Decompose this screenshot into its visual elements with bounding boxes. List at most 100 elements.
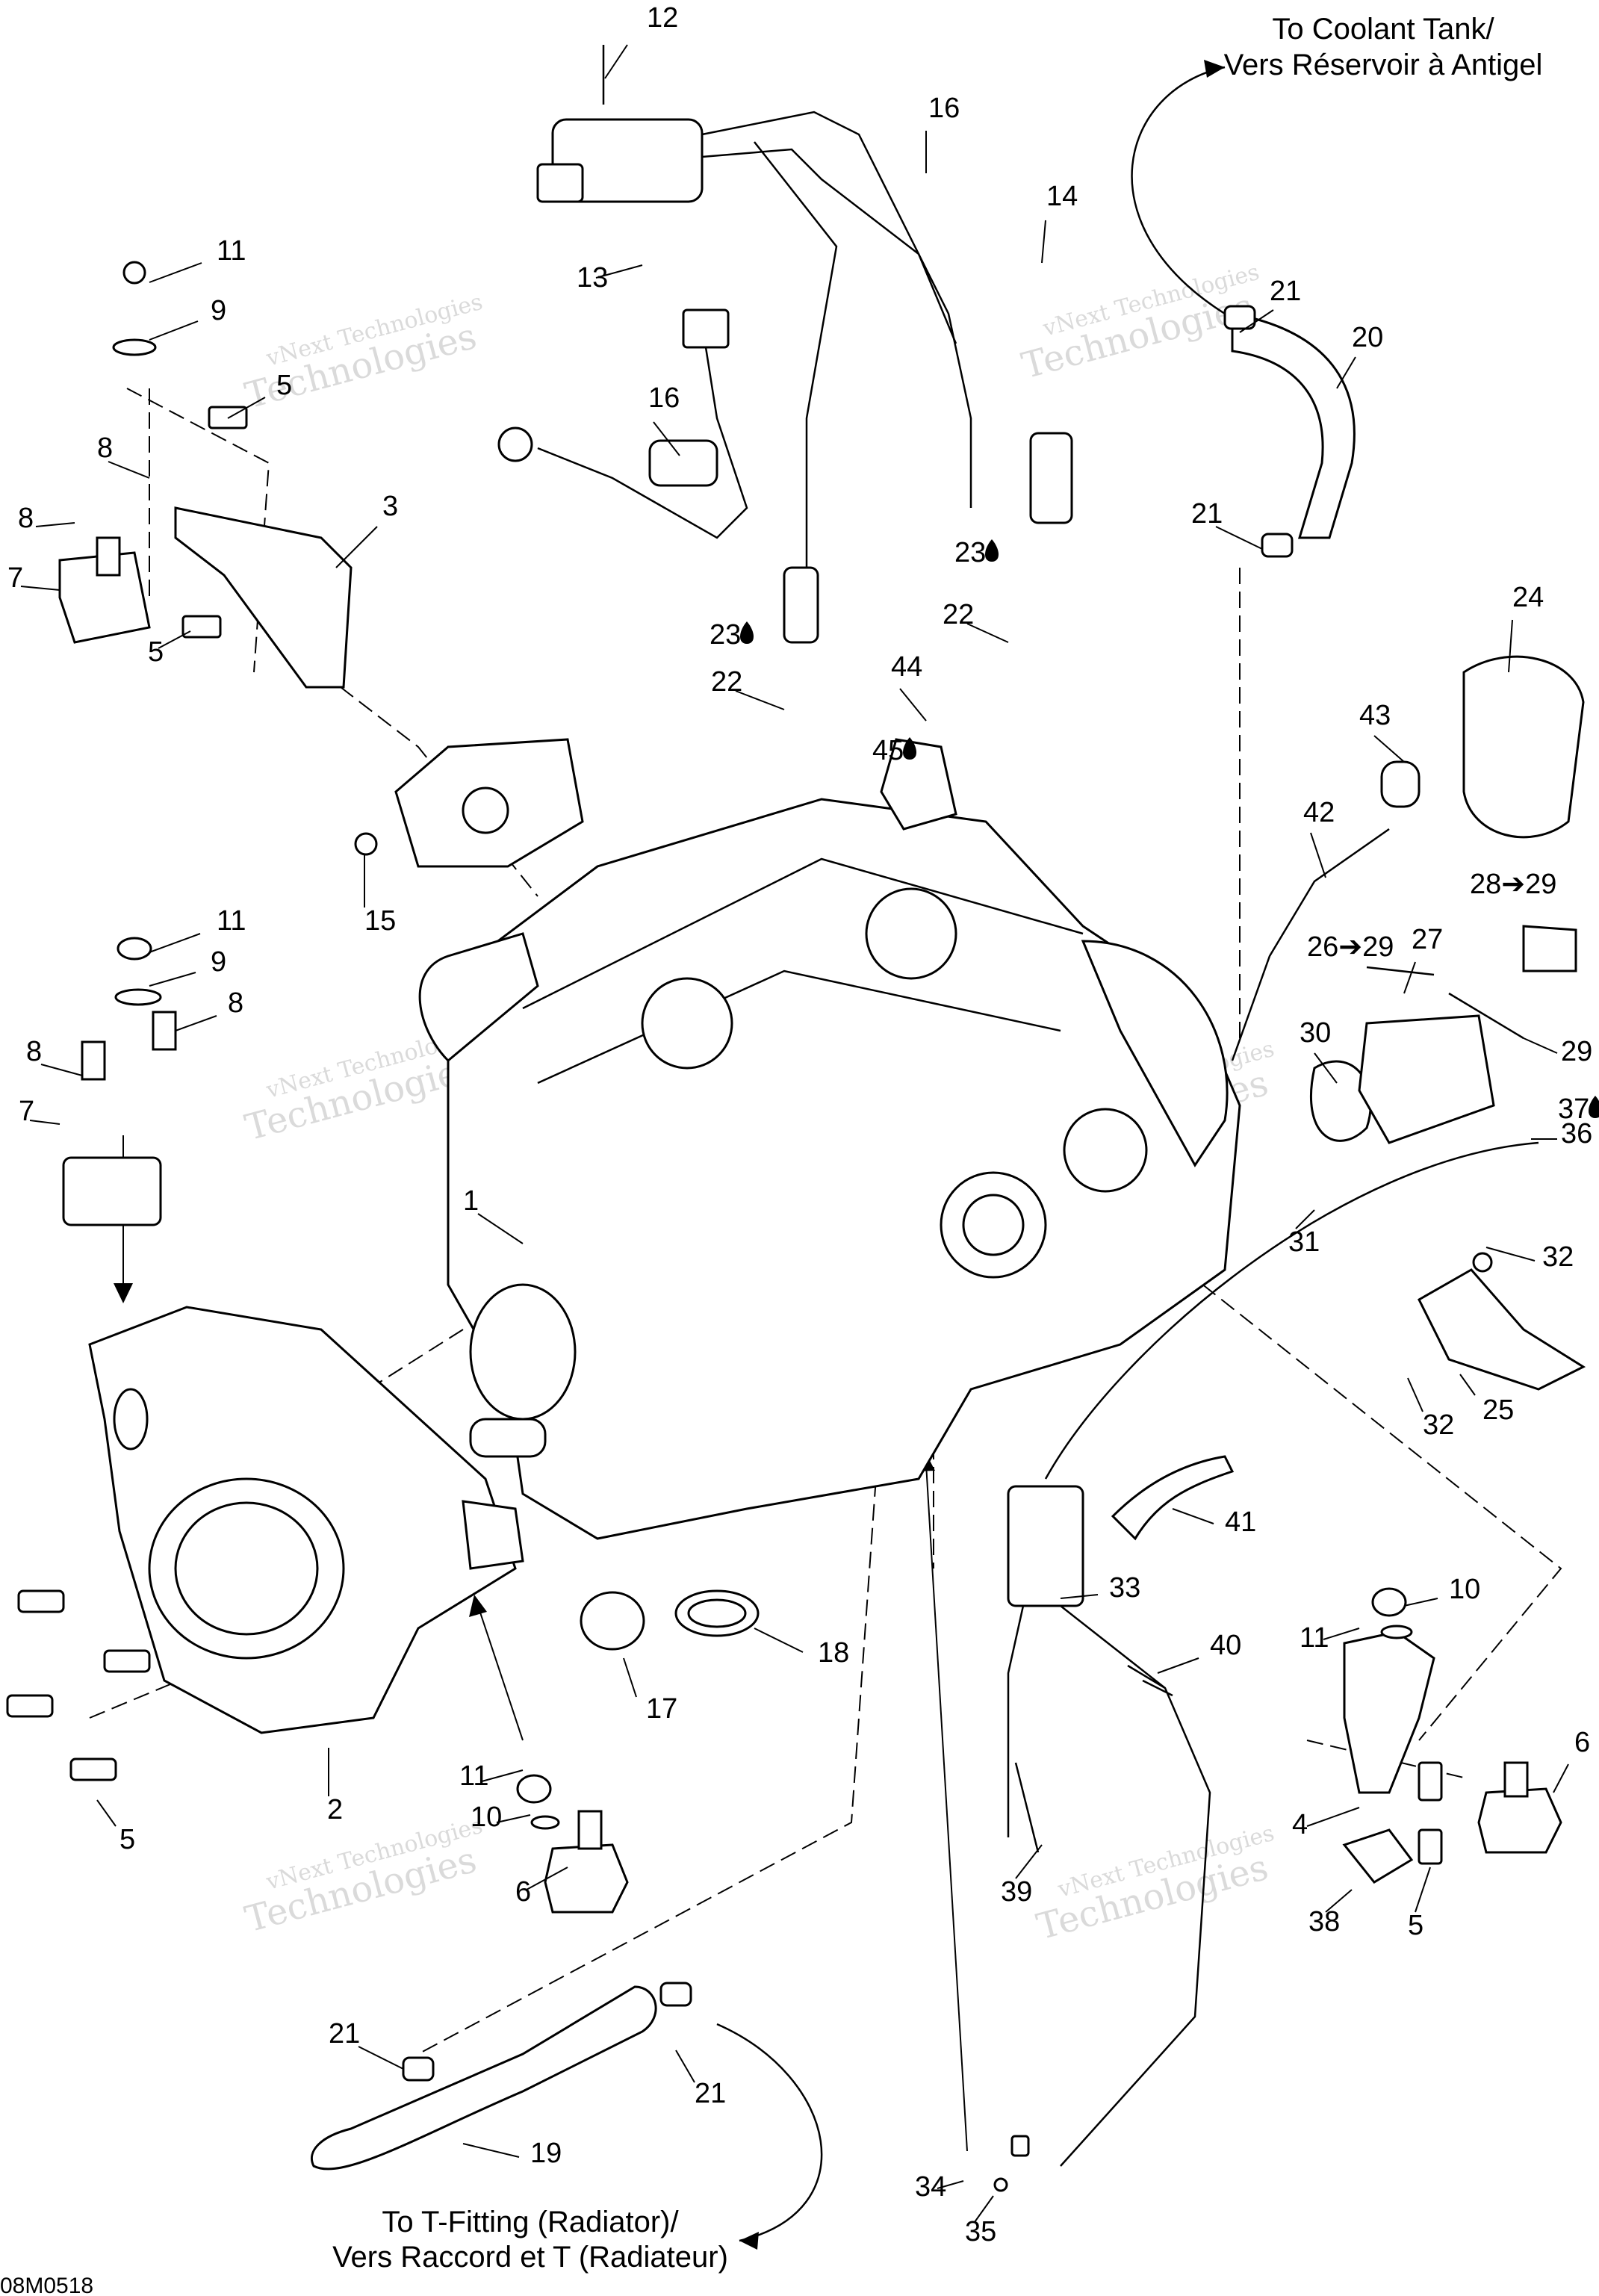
- part-callout-10a: 10: [1449, 1574, 1480, 1605]
- fluid-callout-label: 37: [1558, 1093, 1589, 1125]
- leader-line: [149, 933, 201, 953]
- part-callout-22b: 22: [943, 599, 974, 630]
- coolant-tank-note-line2: Vers Réservoir à Antigel: [1224, 49, 1543, 81]
- leader-line: [623, 1657, 637, 1698]
- range-callouts: 28➔29 26➔29: [1307, 869, 1556, 963]
- part-callout-8b: 8: [18, 503, 34, 534]
- part-callout-6b: 6: [515, 1876, 531, 1908]
- leader-line: [735, 690, 785, 710]
- leader-line: [108, 461, 150, 479]
- leader-line: [462, 2143, 520, 2158]
- coolant-hose-lower: [311, 1982, 692, 2171]
- part-callout-34: 34: [915, 2171, 946, 2203]
- leader-line: [1553, 1763, 1569, 1793]
- part-callout-21a: 21: [1270, 276, 1301, 307]
- part-callout-17: 17: [646, 1693, 677, 1725]
- part-callout-35: 35: [965, 2216, 996, 2247]
- leader-line: [1015, 1844, 1043, 1879]
- leader-line: [653, 421, 680, 456]
- fluid-drop-icon: [1589, 1096, 1599, 1118]
- part-callout-5d: 5: [1408, 1910, 1423, 1941]
- coolant-tank-note-line1: To Coolant Tank/: [1272, 13, 1494, 46]
- part-callout-42: 42: [1303, 797, 1335, 828]
- part-callout-4: 4: [1292, 1809, 1308, 1840]
- bolt-set-lower-left: [6, 1589, 151, 1781]
- range-callout-26-29: 26➔29: [1307, 931, 1394, 963]
- leader-line: [1215, 526, 1263, 550]
- part-callout-6a: 6: [1574, 1727, 1590, 1758]
- leader-line: [1306, 1807, 1360, 1827]
- fluid-callout-label: 23: [710, 619, 741, 651]
- rubber-mount-lower: [516, 1774, 629, 1914]
- fluid-drop-icon: [985, 539, 999, 562]
- ignition-coil-bracket: [354, 738, 584, 868]
- leader-line: [1403, 961, 1416, 994]
- routing-arrows: [114, 60, 1226, 2250]
- leader-line: [149, 262, 202, 283]
- arrow-head-icon: [114, 1283, 133, 1303]
- part-callout-9a: 9: [211, 295, 226, 326]
- fluid-callout-label: 45: [872, 735, 904, 766]
- leader-line: [149, 972, 196, 987]
- part-callout-7b: 7: [19, 1096, 34, 1127]
- range-callout-28-29: 28➔29: [1470, 869, 1556, 900]
- part-callout-10b: 10: [471, 1802, 502, 1833]
- part-callout-11c: 11: [1300, 1622, 1329, 1654]
- part-callout-5a: 5: [276, 370, 292, 401]
- part-callout-27: 27: [1412, 924, 1443, 955]
- leader-line: [35, 522, 75, 527]
- leader-line: [227, 397, 266, 419]
- leader-line: [335, 526, 378, 568]
- leader-line: [675, 2050, 695, 2083]
- leader-line: [1314, 1052, 1338, 1084]
- coolant-hose-upper: [1223, 305, 1356, 558]
- leader-line: [481, 1769, 524, 1782]
- throttle-sensor-assembly: [536, 45, 1073, 644]
- leader-line: [1403, 1598, 1438, 1607]
- part-callout-21d: 21: [695, 2078, 726, 2109]
- part-callout-13: 13: [577, 262, 608, 294]
- throttle-cable-assembly: [993, 1455, 1235, 2192]
- fluid-callout-23a: 23: [954, 537, 999, 568]
- leader-line: [29, 1120, 60, 1125]
- part-callout-9b: 9: [211, 946, 226, 978]
- part-callout-11b: 11: [217, 905, 246, 937]
- part-callout-19: 19: [530, 2138, 562, 2169]
- leader-line: [754, 1628, 804, 1653]
- part-callout-5c: 5: [119, 1824, 135, 1855]
- leader-line: [1325, 1889, 1353, 1913]
- leader-line: [1060, 1594, 1099, 1599]
- part-callout-25: 25: [1482, 1394, 1514, 1426]
- leader-line: [1041, 220, 1046, 264]
- part-callout-32a: 32: [1542, 1241, 1574, 1273]
- leader-line: [40, 1064, 83, 1076]
- part-callout-15: 15: [364, 905, 396, 937]
- part-callout-21b: 21: [1191, 498, 1223, 530]
- leader-line: [595, 264, 643, 279]
- leader-line: [526, 1867, 568, 1890]
- leader-line: [1523, 1037, 1558, 1054]
- part-callout-14: 14: [1046, 181, 1078, 212]
- leader-line: [1373, 735, 1405, 763]
- part-callout-18: 18: [818, 1637, 849, 1669]
- part-callout-24: 24: [1512, 582, 1544, 613]
- leader-line: [966, 623, 1009, 643]
- fluid-callout-label: 23: [954, 537, 986, 568]
- leader-line: [1323, 1628, 1360, 1640]
- leader-line: [175, 1015, 217, 1031]
- leader-line: [358, 2046, 404, 2070]
- arrow-head-icon: [739, 2232, 759, 2250]
- part-callout-41: 41: [1225, 1507, 1256, 1538]
- part-callout-11a: 11: [217, 235, 246, 267]
- engine-mount-right-lower: [1342, 1587, 1562, 1884]
- leader-line: [899, 688, 927, 722]
- arrow-head-icon: [469, 1595, 487, 1617]
- leader-line: [1310, 832, 1326, 878]
- leader-line: [604, 44, 628, 79]
- part-callout-11d: 11: [459, 1760, 488, 1792]
- leader-line: [1407, 1377, 1423, 1412]
- fluid-drop-icon: [903, 737, 916, 760]
- part-callout-8d: 8: [26, 1036, 42, 1067]
